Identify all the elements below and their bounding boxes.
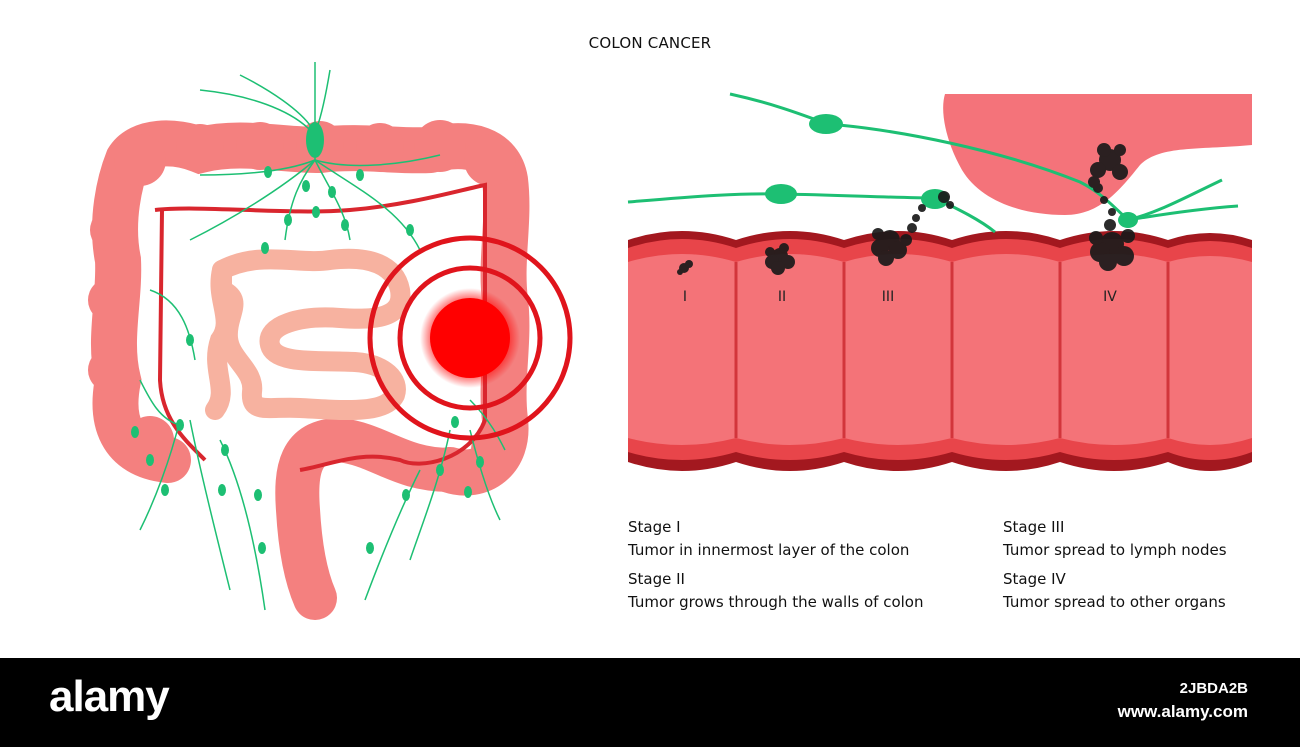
legend-stage-3-name: Stage III	[1003, 518, 1065, 536]
colon-illustration	[88, 62, 1252, 620]
legend-stage-3-desc: Tumor spread to lymph nodes	[1003, 541, 1227, 559]
tumor-target	[367, 235, 573, 441]
legend-stage-4-name: Stage IV	[1003, 570, 1066, 588]
stage-numeral-2: II	[777, 289, 787, 305]
legend-stage-3: Stage III Tumor spread to lymph nodes	[1003, 516, 1227, 562]
colon-section	[628, 231, 1252, 471]
legend-stage-2: Stage II Tumor grows through the walls o…	[628, 568, 923, 614]
brand-logo: alamy	[49, 672, 170, 721]
diagram-title: COLON CANCER	[588, 34, 712, 52]
legend-stage-4: Stage IV Tumor spread to other organs	[1003, 568, 1226, 614]
legend-stage-4-desc: Tumor spread to other organs	[1003, 593, 1226, 611]
stage-numeral-4: IV	[1103, 289, 1117, 305]
cancer-cells	[677, 143, 1135, 275]
legend-stage-1-desc: Tumor in innermost layer of the colon	[628, 541, 910, 559]
other-organ	[943, 94, 1252, 215]
stage-numeral-1: I	[682, 289, 688, 305]
image-id: 2JBDA2B	[1179, 680, 1248, 697]
legend-stage-2-desc: Tumor grows through the walls of colon	[628, 593, 924, 611]
legend-stage-1: Stage I Tumor in innermost layer of the …	[628, 516, 909, 562]
small-intestine	[205, 248, 411, 421]
stage-numeral-3: III	[881, 289, 895, 305]
legend-stage-1-name: Stage I	[628, 518, 681, 536]
legend-stage-2-name: Stage II	[628, 570, 685, 588]
watermark-footer	[0, 658, 1300, 747]
lymph-nodes-left	[131, 122, 484, 554]
site-url: www.alamy.com	[1117, 702, 1248, 721]
